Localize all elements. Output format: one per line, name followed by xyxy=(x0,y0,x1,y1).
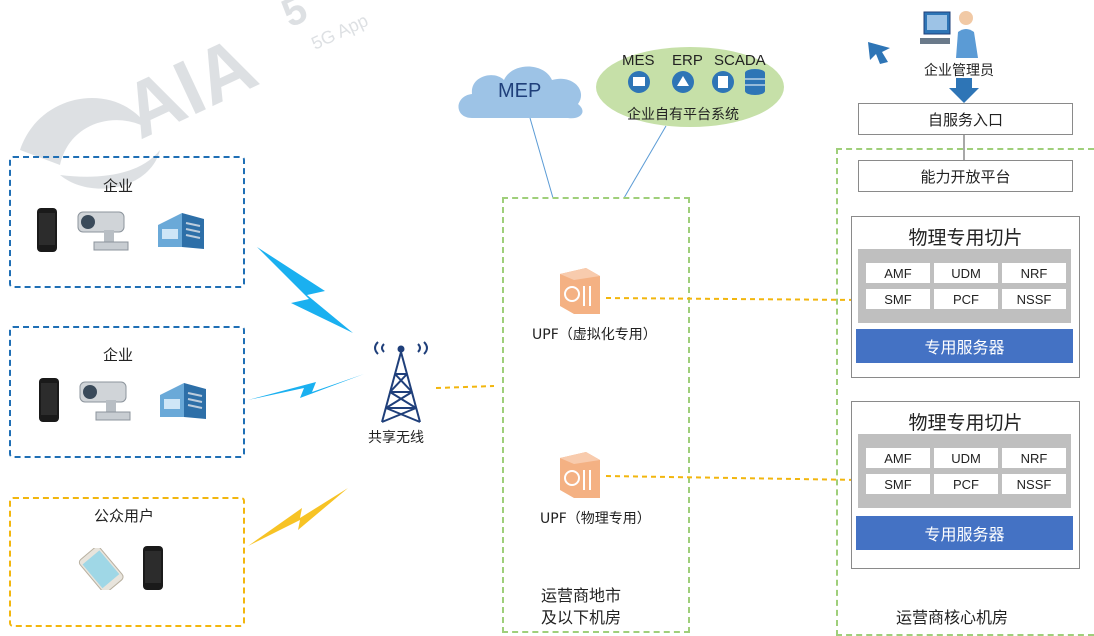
mes-label: MES xyxy=(622,52,655,69)
self-service-box: 自服务入口 xyxy=(858,103,1073,135)
slice-title: 物理专用切片 xyxy=(908,227,1023,249)
admin-label: 企业管理员 xyxy=(924,63,994,79)
lightning-icon xyxy=(257,247,353,333)
scada-label: SCADA xyxy=(714,52,766,69)
nf-udm: UDM xyxy=(934,448,998,468)
capability-platform-box: 能力开放平台 xyxy=(858,160,1073,192)
core-room-label: 运营商核心机房 xyxy=(896,608,1009,627)
nf-smf: SMF xyxy=(866,289,930,309)
upf-device-icon xyxy=(560,452,600,498)
nf-nrf: NRF xyxy=(1002,448,1066,468)
upf-slice-links xyxy=(605,297,861,481)
nf-panel: AMF UDM NRF SMF PCF NSSF xyxy=(858,434,1071,508)
connection-lines xyxy=(529,117,667,199)
public-users-label: 公众用户 xyxy=(94,507,155,525)
arrow-down-icon xyxy=(949,78,979,103)
lightning-icon xyxy=(248,488,348,546)
nf-amf: AMF xyxy=(866,263,930,283)
server-icon xyxy=(158,213,204,249)
nf-udm: UDM xyxy=(934,263,998,283)
mep-label: MEP xyxy=(498,80,542,102)
upf-virtual-label: UPF（虚拟化专用） xyxy=(532,327,657,343)
enterprise-box-1 xyxy=(9,156,245,288)
camera-icon xyxy=(77,211,129,251)
cell-tower-icon xyxy=(374,341,428,423)
tower-label: 共享无线 xyxy=(368,430,424,446)
capability-platform-label: 能力开放平台 xyxy=(920,167,1011,186)
nf-pcf: PCF xyxy=(934,289,998,309)
local-room-box xyxy=(502,197,690,633)
nf-pcf: PCF xyxy=(934,474,998,494)
upf-device-icon xyxy=(560,268,600,314)
server-icon xyxy=(160,383,206,419)
database-icon xyxy=(745,69,765,95)
mep-cloud-icon xyxy=(458,66,583,119)
public-users-box xyxy=(9,497,245,627)
nf-panel: AMF UDM NRF SMF PCF NSSF xyxy=(858,249,1071,323)
svg-text:5: 5 xyxy=(275,0,314,36)
dedicated-server-bar: 专用服务器 xyxy=(856,329,1073,363)
system-icon-mes xyxy=(628,71,650,93)
enterprise-2-label: 企业 xyxy=(103,346,134,364)
dedicated-server-bar: 专用服务器 xyxy=(856,516,1073,550)
svg-text:AIA: AIA xyxy=(110,19,269,156)
slice-title: 物理专用切片 xyxy=(908,412,1023,434)
camera-icon xyxy=(79,381,131,421)
upf-physical-label: UPF（物理专用） xyxy=(540,511,651,527)
system-icon-scada xyxy=(712,71,734,93)
nf-nssf: NSSF xyxy=(1002,289,1066,309)
nf-nssf: NSSF xyxy=(1002,474,1066,494)
enterprise-platform-label: 企业自有平台系统 xyxy=(627,107,739,123)
self-service-label: 自服务入口 xyxy=(927,110,1003,129)
slice-box-2: 物理专用切片 AMF UDM NRF SMF PCF NSSF 专用服务器 xyxy=(851,401,1080,569)
enterprise-box-2 xyxy=(9,326,245,458)
nf-amf: AMF xyxy=(866,448,930,468)
enterprise-1-label: 企业 xyxy=(103,177,134,195)
watermark-logo: AIA 5 5G App xyxy=(20,0,371,189)
nf-smf: SMF xyxy=(866,474,930,494)
wireless-link xyxy=(436,385,495,389)
admin-icon xyxy=(920,11,978,58)
phone-icon xyxy=(39,378,59,422)
smartphone-icon xyxy=(78,548,124,590)
svg-text:5G App: 5G App xyxy=(308,10,371,54)
local-room-label-line2: 及以下机房 xyxy=(541,608,622,627)
slice-box-1: 物理专用切片 AMF UDM NRF SMF PCF NSSF 专用服务器 xyxy=(851,216,1080,378)
system-icon-erp xyxy=(672,71,694,93)
nf-nrf: NRF xyxy=(1002,263,1066,283)
phone-icon xyxy=(37,208,57,252)
erp-label: ERP xyxy=(672,52,703,69)
lightning-icon xyxy=(248,374,364,400)
local-room-label-line1: 运营商地市 xyxy=(541,586,622,605)
arrow-icon xyxy=(868,42,890,64)
phone-icon xyxy=(143,546,163,590)
